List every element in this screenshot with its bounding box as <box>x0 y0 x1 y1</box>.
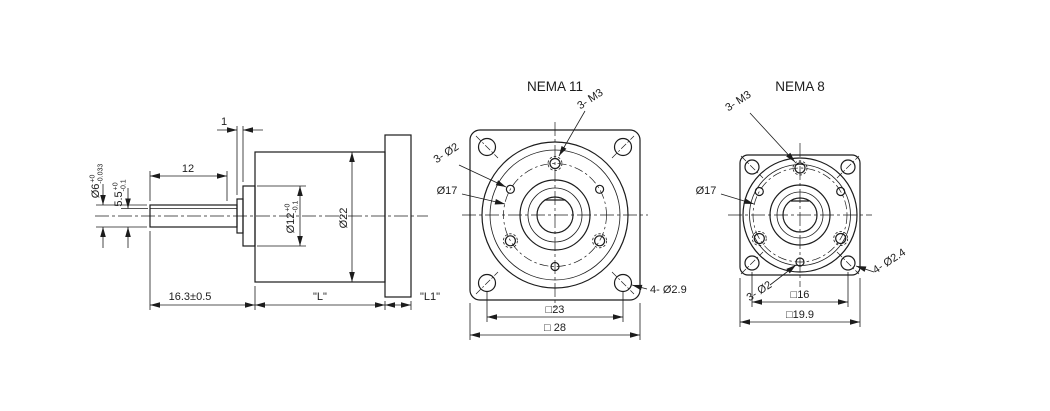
dim-text-shaft-flat: 5.5+0-0.1 <box>113 179 128 206</box>
nema11-bolt-circle <box>503 163 607 267</box>
nema11-view: NEMA 11 <box>432 79 687 340</box>
nema8-outer-dim-text: □19.9 <box>786 309 814 321</box>
gearbox-body-outline <box>254 151 386 283</box>
nema8-bolt-circle <box>752 167 848 263</box>
nema11-label-pin-holes: 3- Ø2 <box>432 141 507 188</box>
nema11-corner-hole-centerlines <box>475 135 635 295</box>
side-view: 1 12 Ø6+0-0.033 5.5+0-0.1 <box>90 116 440 310</box>
nema11-face-outline <box>469 129 641 301</box>
dim-text-shaft-diameter: Ø6+0-0.033 <box>90 164 105 199</box>
nema8-face-outline <box>739 154 861 276</box>
nema11-bolt-circle-label: Ø17 <box>437 185 458 197</box>
nema8-thread-holes-label: 3- M3 <box>723 89 753 114</box>
nema11-label-thread-holes: 3- M3 <box>558 87 605 157</box>
nema8-bolt-circle-label: Ø17 <box>696 185 717 197</box>
dimension-shaft-length: 12 <box>149 163 228 201</box>
dimension-shaft-flat: 5.5+0-0.1 <box>113 179 148 248</box>
dimension-body-diameter: Ø22 <box>338 152 355 282</box>
nema8-corner-holes-label: 4- Ø2.4 <box>871 246 908 276</box>
nema11-title: NEMA 11 <box>527 79 583 94</box>
dim-text-pilot-diameter: Ø12+0-0.1 <box>285 200 300 233</box>
nema8-corner-holes <box>744 159 856 271</box>
nema8-dimension-outer: □19.9 <box>739 278 861 327</box>
nema8-center-boss <box>769 184 831 246</box>
nema11-outer-dim-text: □ 28 <box>544 322 566 334</box>
nema8-m3-holes <box>751 160 849 246</box>
nema11-label-bolt-circle: Ø17 <box>437 185 506 205</box>
dimension-washer-width: 1 <box>217 116 263 195</box>
nema11-m3-holes <box>502 156 607 249</box>
mounting-flange-outline <box>384 134 412 298</box>
nema8-label-bolt-circle: Ø17 <box>696 185 755 205</box>
nema11-outer-circle <box>481 141 629 289</box>
nema11-corner-holes <box>477 137 633 293</box>
nema11-pin-holes <box>505 184 605 272</box>
nema8-pin-holes <box>754 186 846 267</box>
nema11-hole-spacing-text: □23 <box>546 304 565 316</box>
nema11-chamfer-circle <box>489 149 621 281</box>
nema11-label-corner-holes: 4- Ø2.9 <box>631 284 687 296</box>
nema8-title: NEMA 8 <box>775 79 825 94</box>
dim-text-body-length: "L" <box>313 291 327 303</box>
nema11-dimension-hole-spacing: □23 <box>486 292 624 322</box>
nema11-pin-holes-label: 3- Ø2 <box>432 141 462 166</box>
nema8-outer-circle <box>742 157 858 273</box>
nema8-pin-holes-label: 3- Ø2 <box>745 279 775 304</box>
nema11-center-boss <box>519 179 591 251</box>
nema8-view: NEMA 8 <box>696 79 908 327</box>
dim-text-shaft-length: 12 <box>182 163 194 175</box>
dim-text-flange-length: "L1" <box>420 291 440 303</box>
nema8-hole-spacing-text: □16 <box>791 289 810 301</box>
dim-text-washer-width: 1 <box>221 116 227 128</box>
dim-text-body-diameter: Ø22 <box>338 208 350 229</box>
nema11-dimension-outer: □ 28 <box>469 303 641 340</box>
nema8-label-corner-holes: 4- Ø2.4 <box>855 246 908 277</box>
dimension-bottom-row: 16.3±0.5 "L" "L1" <box>149 231 440 310</box>
nema11-corner-holes-label: 4- Ø2.9 <box>650 284 687 296</box>
dimension-shaft-diameter: Ø6+0-0.033 <box>90 164 147 248</box>
dimension-pilot-diameter: Ø12+0-0.1 <box>257 185 306 247</box>
dim-text-shaft-total: 16.3±0.5 <box>169 291 212 303</box>
nema8-label-thread-holes: 3- M3 <box>723 89 796 163</box>
nema8-dimension-hole-spacing: □16 <box>751 272 849 307</box>
